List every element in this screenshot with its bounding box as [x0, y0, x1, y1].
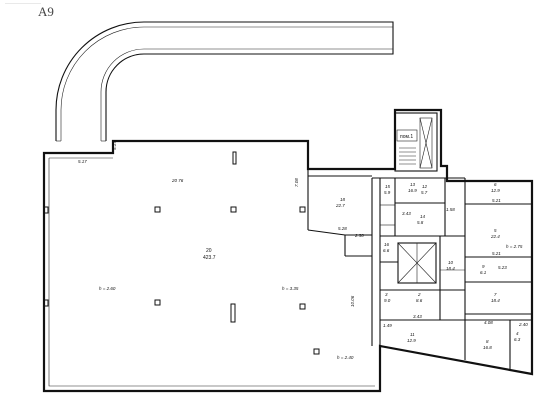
room-area: 22.7 — [335, 203, 345, 208]
dim-label: 5.17 — [112, 141, 117, 150]
room-area: 22.4 — [490, 234, 500, 239]
room-area: 5.9 — [384, 190, 391, 195]
dim-label: 1.49 — [383, 323, 392, 328]
room-number: 4 — [516, 331, 519, 336]
dim-label: 5.21 — [492, 251, 501, 256]
room-area: 6.6 — [383, 248, 390, 253]
hall-columns — [43, 151, 320, 355]
room-area: 6.1 — [480, 270, 487, 275]
room-number: 5 — [494, 228, 497, 233]
stair-shaft — [394, 112, 438, 172]
room-area: 16.8 — [483, 345, 492, 350]
room-number: 13 — [410, 182, 416, 187]
room-area: 5.7 — [421, 190, 428, 195]
room-number: 3 — [385, 292, 388, 297]
height-label: h = 2.60 — [99, 286, 116, 291]
curved-ramp — [55, 21, 394, 142]
dim-label: 2.40 — [518, 322, 528, 327]
room-number: 8 — [486, 339, 489, 344]
room-number: 16 — [384, 242, 390, 247]
dim-label: 20 76 — [171, 178, 184, 183]
room-area: 5.8 — [417, 220, 424, 225]
height-label: h = 3.35 — [282, 286, 299, 291]
sheet-label: A9 — [38, 4, 54, 19]
room-area: 12.9 — [407, 338, 416, 343]
plan-labels: 5.17 5.17 20 76 7.08 20 423.7 h = 2.60 h… — [78, 134, 528, 360]
dim-label: 1.58 — [446, 207, 455, 212]
room-number: 20 — [206, 248, 212, 254]
room-area: 16.9 — [408, 188, 417, 193]
dim-label: 7.08 — [294, 178, 299, 187]
dim-label: 5.21 — [492, 198, 501, 203]
room-area: 9.0 — [384, 298, 391, 303]
room-number: 9 — [482, 264, 485, 269]
room-number: 12 — [422, 184, 428, 189]
room-area: 18.4 — [491, 298, 500, 303]
room-number: 7 — [494, 292, 497, 297]
dim-label: 5.23 — [498, 265, 507, 270]
room-number: 15 — [385, 184, 391, 189]
room-number: 11 — [410, 332, 415, 337]
room-number: 6 — [494, 182, 497, 187]
outer-walls — [42, 108, 534, 393]
room-area: 12.9 — [491, 188, 500, 193]
room-area: 423.7 — [203, 255, 216, 261]
service-block-walls — [372, 177, 532, 370]
dim-label: 3.43 — [413, 314, 422, 319]
room-label-pom: пом.1 — [400, 134, 413, 140]
room-area: 6.3 — [514, 337, 521, 342]
dim-label: 10.06 — [350, 295, 355, 307]
room-area: 8.6 — [416, 298, 423, 303]
dim-label: 3.43 — [402, 211, 411, 216]
room-number: 14 — [420, 214, 426, 219]
dim-label: 4.08 — [484, 320, 493, 325]
height-label: h = 2.75 — [506, 244, 523, 249]
room-area: 18.4 — [446, 266, 455, 271]
height-label: h = 2.40 — [337, 355, 354, 360]
room-number: 18 — [340, 197, 346, 202]
dim-label: 2.50 — [354, 233, 364, 238]
dim-label: 5.28 — [338, 226, 347, 231]
room-number: 2 — [417, 292, 421, 297]
room-number: 10 — [448, 260, 454, 265]
watermark: ————————— — [5, 0, 41, 5]
dim-label: 5.17 — [78, 159, 87, 164]
